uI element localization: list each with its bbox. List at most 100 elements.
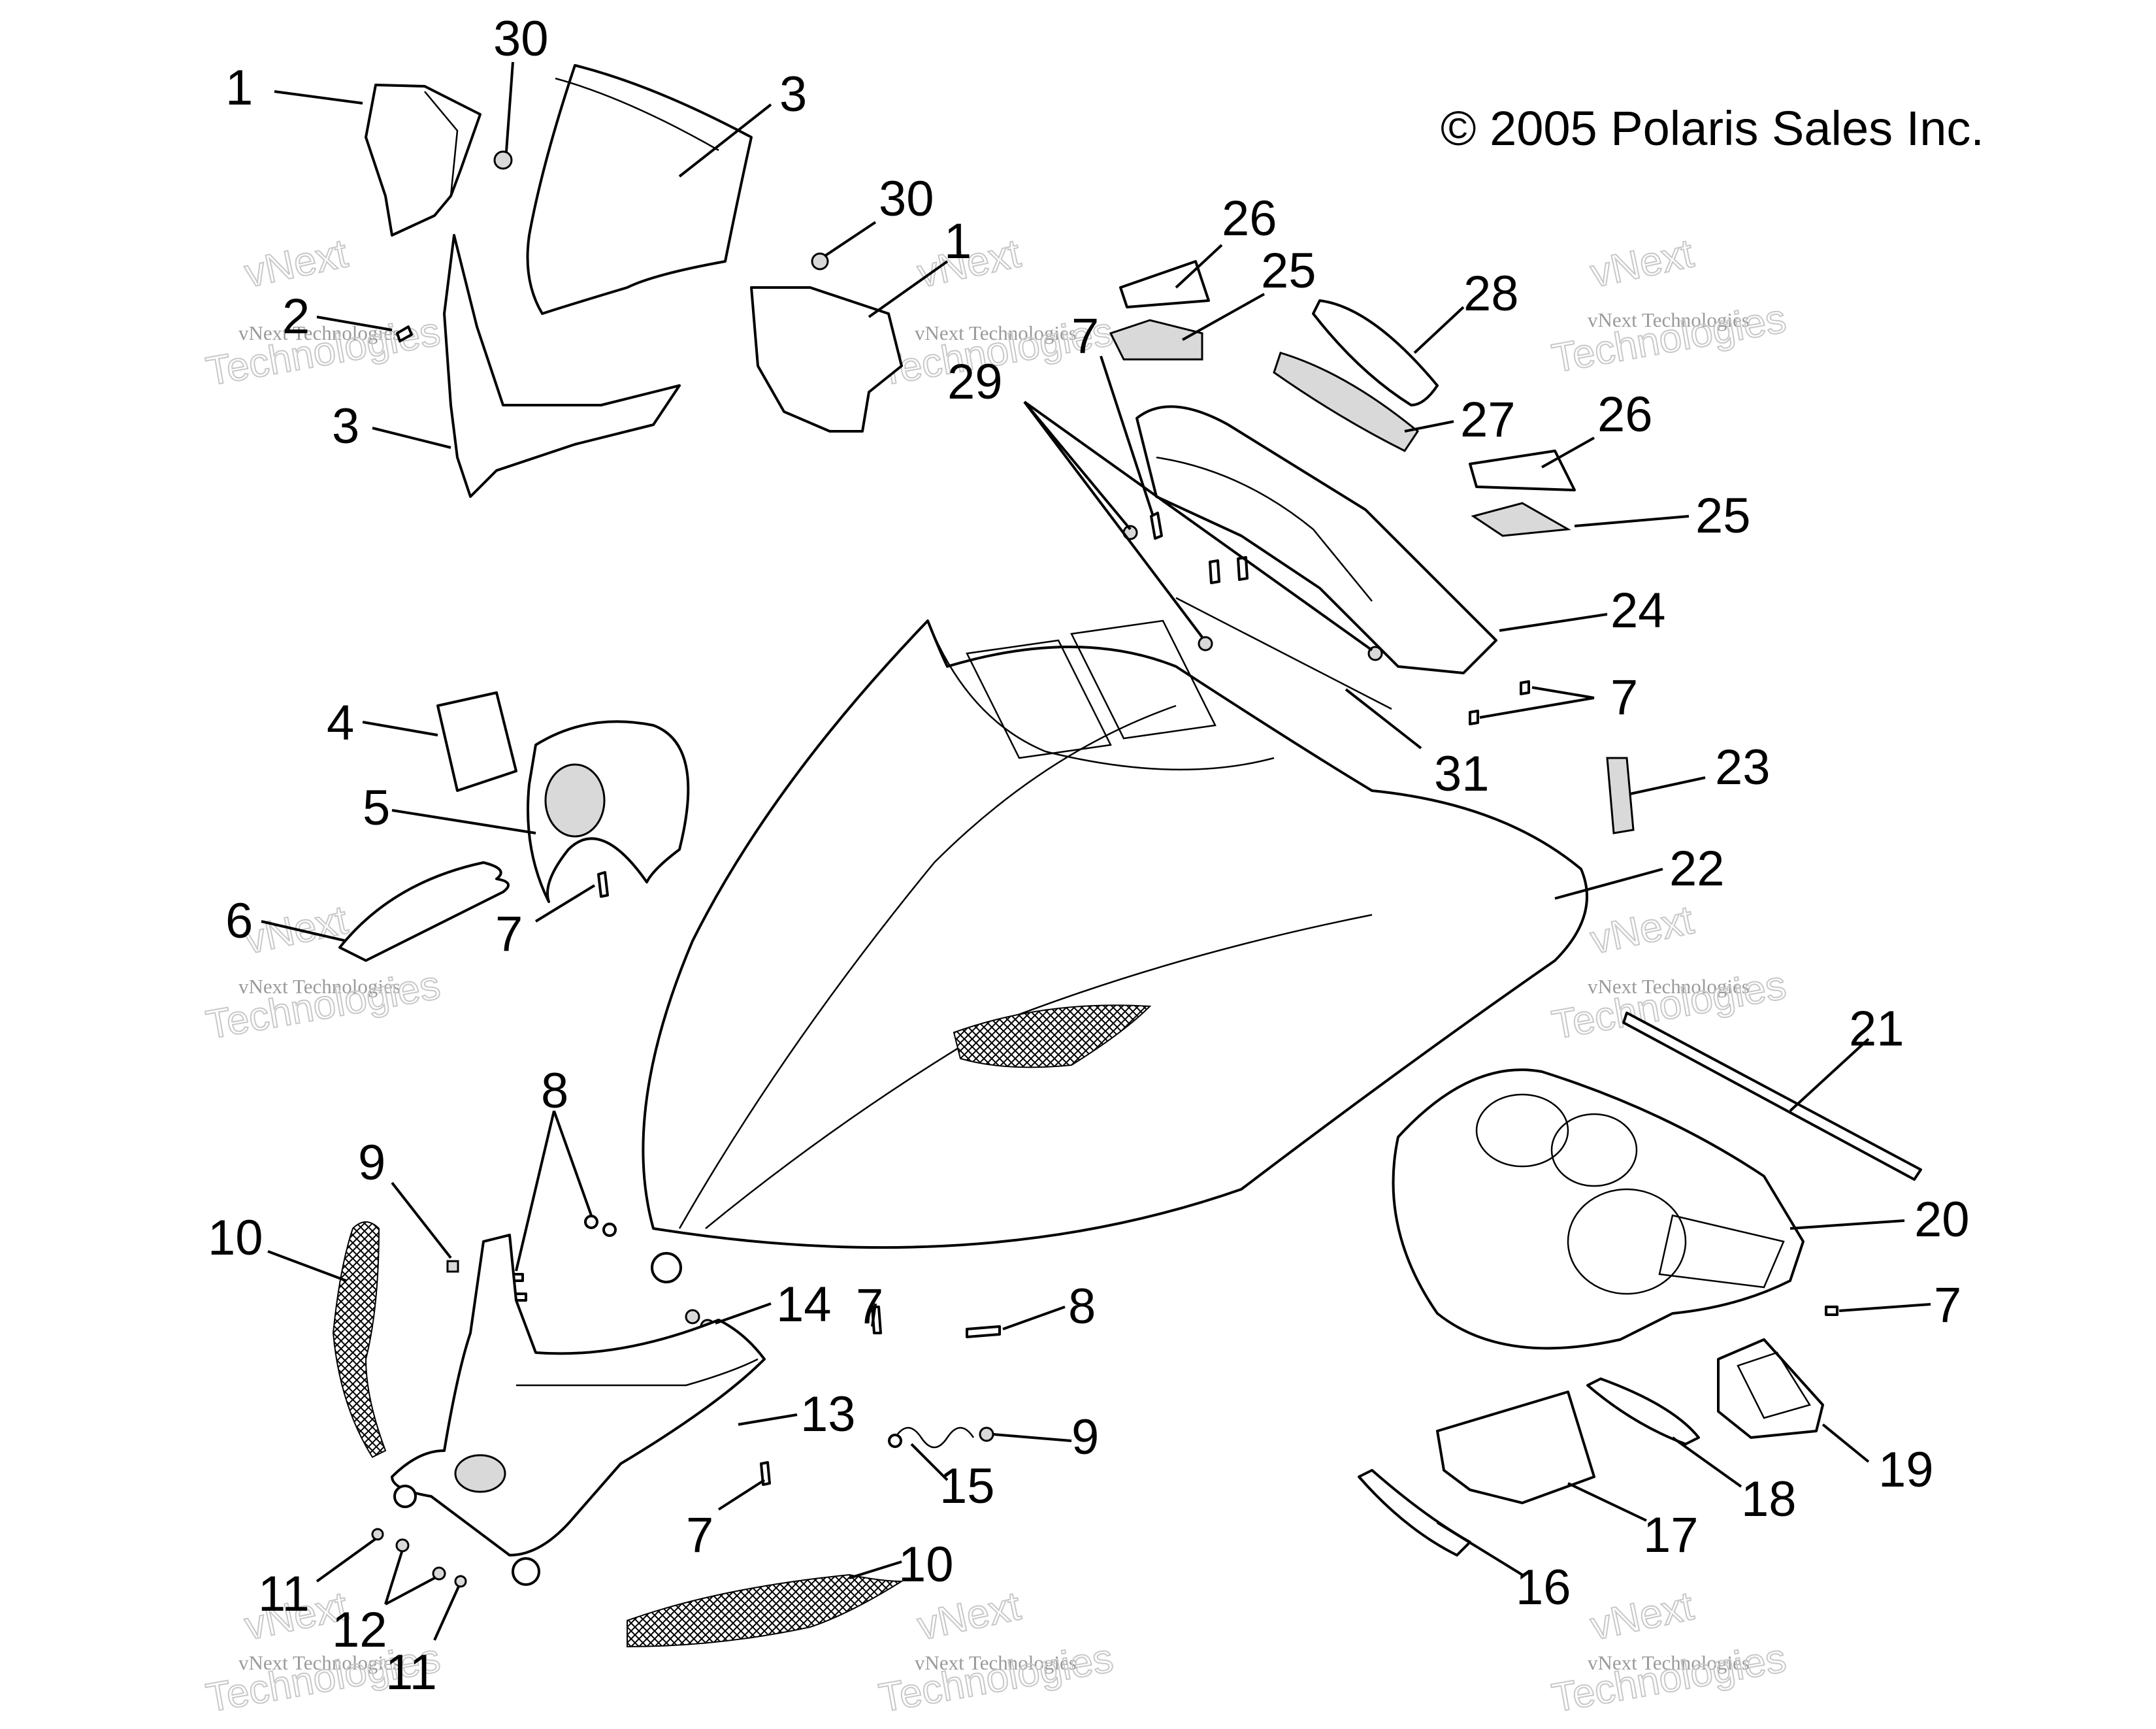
rod-21-drawing — [1622, 1012, 1922, 1181]
bolt-8e-drawing — [966, 1325, 1001, 1338]
callout-30a: 30 — [493, 11, 549, 67]
callout-27: 27 — [1460, 392, 1516, 448]
callout-23: 23 — [1715, 740, 1771, 795]
bolt-30a-drawing — [493, 150, 513, 170]
callout-numbers: 1 30 3 30 1 2 3 26 25 28 27 26 25 7 29 2… — [208, 11, 1970, 1700]
screw-7g-drawing — [1825, 1306, 1838, 1316]
callout-29: 29 — [947, 354, 1003, 410]
callout-12: 12 — [332, 1602, 387, 1658]
callout-2: 2 — [282, 289, 310, 344]
lens-6-drawing — [338, 861, 510, 962]
callout-9a: 9 — [358, 1135, 385, 1191]
console-24-drawing — [1135, 405, 1497, 674]
callout-18: 18 — [1741, 1472, 1797, 1527]
hood-nose-drawing — [651, 1252, 682, 1283]
callout-4: 4 — [327, 695, 354, 751]
callout-22: 22 — [1669, 841, 1725, 897]
callout-6: 6 — [225, 893, 253, 949]
callout-9b: 9 — [1071, 1409, 1099, 1465]
washer-12b-drawing — [432, 1566, 446, 1581]
callout-21: 21 — [1849, 1001, 1904, 1057]
washer-12a-drawing — [395, 1538, 410, 1553]
svg-text:vNext Technologies: vNext Technologies — [238, 975, 400, 998]
callout-1b: 1 — [944, 214, 972, 269]
rod-31-drawing — [1175, 597, 1392, 710]
pad-26b-drawing — [1469, 450, 1576, 491]
svg-text:Technologies: Technologies — [1548, 1636, 1789, 1721]
callout-7e: 7 — [856, 1279, 883, 1334]
callout-11b: 11 — [385, 1645, 437, 1700]
spring-15-drawing — [894, 1426, 975, 1449]
hood-vent-drawing — [953, 1004, 1152, 1068]
screw-7i-drawing — [760, 1461, 771, 1486]
svg-text:vNext Technologies: vNext Technologies — [238, 1651, 400, 1674]
nut-11a-drawing — [371, 1528, 384, 1541]
screw-7e-drawing — [1469, 710, 1479, 725]
nut-14a-drawing — [685, 1309, 700, 1325]
svg-text:vNext Technologies: vNext Technologies — [1588, 1651, 1750, 1674]
side-panel-left-drawing — [365, 84, 482, 237]
svg-text:Technologies: Technologies — [875, 1636, 1116, 1721]
callout-1a: 1 — [225, 60, 253, 116]
screw-7b-drawing — [1209, 559, 1220, 584]
pad-16-drawing — [1358, 1469, 1471, 1556]
svg-text:vNext: vNext — [1587, 897, 1697, 963]
gauge-bezel-27-drawing — [1273, 352, 1420, 452]
callout-14: 14 — [776, 1277, 832, 1332]
callout-13: 13 — [800, 1387, 856, 1442]
callout-3b: 3 — [332, 399, 359, 454]
pad-26a-drawing — [1119, 260, 1210, 308]
airbox-20-drawing — [1392, 1068, 1805, 1350]
screw-7f-drawing — [597, 871, 609, 898]
fastener-29b-drawing — [1198, 636, 1213, 651]
watermark-bottom-center: vNext vNext Technologies Technologies — [875, 1583, 1117, 1722]
clip-23-drawing — [1606, 757, 1635, 834]
callout-31: 31 — [1434, 746, 1490, 802]
copyright-notice: © 2005 Polaris Sales Inc. — [1441, 101, 1984, 156]
windshield-trim-drawing — [443, 234, 681, 498]
callout-10b: 10 — [898, 1537, 954, 1592]
nut-11b-drawing — [454, 1575, 467, 1588]
callout-24: 24 — [1610, 583, 1666, 638]
callout-26a: 26 — [1222, 191, 1277, 246]
screw-2-drawing — [396, 325, 413, 342]
callout-28: 28 — [1463, 266, 1519, 321]
side-panel-right-drawing — [750, 286, 903, 433]
watermark-top-right: vNext vNext Technologies Technologies — [1548, 230, 1789, 382]
svg-text:vNext Technologies: vNext Technologies — [238, 321, 400, 344]
shield-4-drawing — [436, 691, 517, 792]
hood-22-drawing — [642, 619, 1588, 1249]
callout-7a: 7 — [1071, 308, 1099, 364]
watermark-mid-right: vNext vNext Technologies Technologies — [1548, 897, 1789, 1049]
strip-18-drawing — [1586, 1377, 1700, 1445]
svg-text:vNext: vNext — [1587, 1583, 1697, 1649]
pad-17-drawing — [1436, 1391, 1595, 1504]
callout-20: 20 — [1914, 1192, 1970, 1247]
callout-3a: 3 — [779, 67, 807, 122]
callout-30b: 30 — [879, 171, 934, 227]
part-drawings — [332, 64, 1922, 1648]
callout-16: 16 — [1516, 1560, 1571, 1615]
bolt-8b-drawing — [602, 1223, 617, 1237]
bracket-25a-drawing — [1109, 319, 1203, 361]
watermark-bottom-right: vNext vNext Technologies Technologies — [1548, 1583, 1789, 1722]
nut-9b-drawing — [979, 1426, 994, 1442]
bolt-30b-drawing — [811, 252, 829, 271]
screw-7d-drawing — [1520, 680, 1530, 695]
callout-26b: 26 — [1597, 387, 1653, 442]
grille-10a-drawing — [332, 1221, 387, 1458]
svg-text:vNext: vNext — [914, 1583, 1024, 1649]
callout-8b: 8 — [1068, 1279, 1096, 1334]
callout-7b: 7 — [1610, 670, 1638, 725]
callout-19: 19 — [1878, 1442, 1934, 1498]
bolt-8a-drawing — [584, 1215, 598, 1229]
callout-7c: 7 — [495, 906, 523, 962]
bracket-25b-drawing — [1471, 502, 1571, 537]
callout-11a: 11 — [258, 1566, 310, 1622]
svg-text:vNext Technologies: vNext Technologies — [1588, 975, 1750, 998]
callout-25b: 25 — [1695, 488, 1751, 544]
callout-25a: 25 — [1261, 243, 1316, 299]
grille-10b-drawing — [627, 1573, 904, 1648]
callout-8a: 8 — [541, 1063, 568, 1119]
